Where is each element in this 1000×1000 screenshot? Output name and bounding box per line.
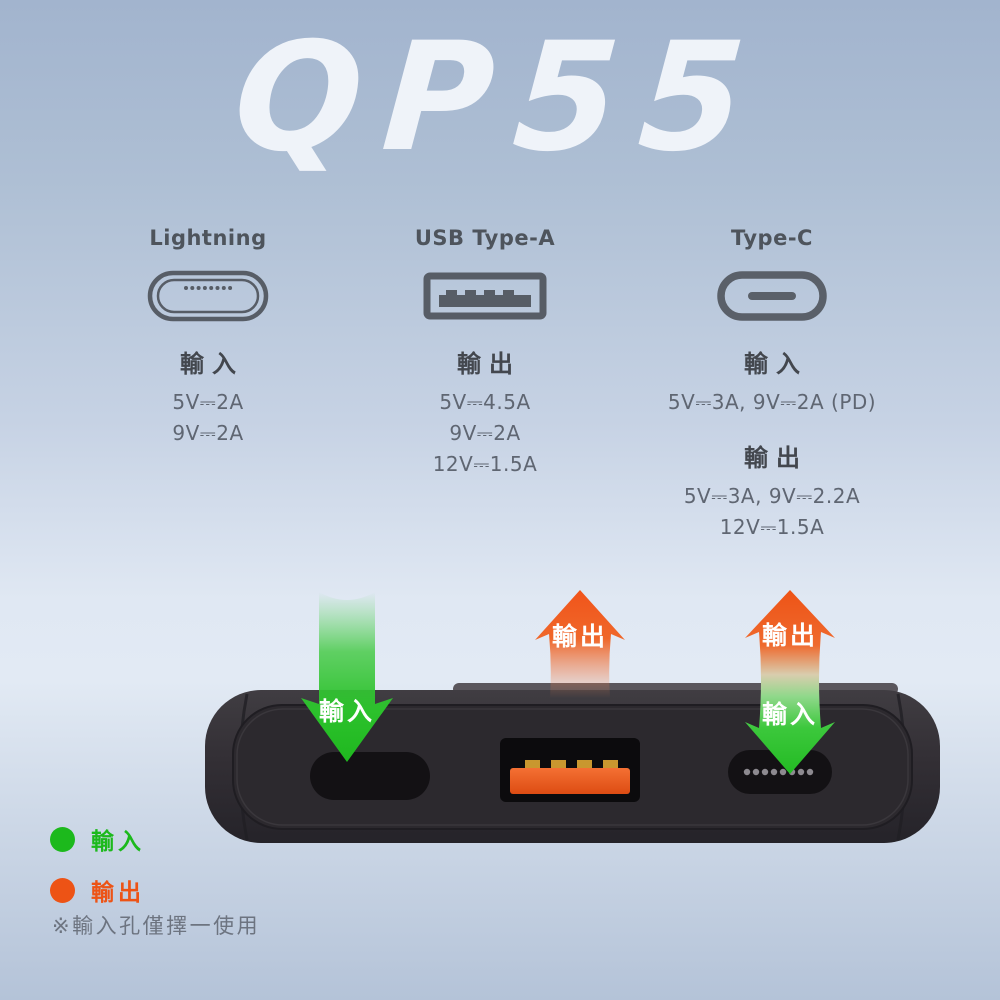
spec-line: 5V⎓2A: [172, 390, 244, 414]
spec-line: 5V⎓3A, 9V⎓2A (PD): [667, 390, 877, 414]
product-title: QP55: [228, 11, 772, 185]
arrow-label-input: 輸入: [762, 700, 818, 729]
device-lightning-port: [310, 752, 430, 800]
arrow-label-input: 輸入: [319, 697, 375, 726]
column-lightning: Lightning 輸入 5V⎓2A 9V⎓2A: [58, 226, 358, 449]
arrow-label-output: 輸出: [552, 622, 608, 651]
legend-input-label: 輸入: [91, 829, 145, 855]
lightning-header: Lightning: [149, 226, 267, 250]
type-c-header: Type-C: [731, 226, 813, 250]
input-color-dot-icon: [50, 826, 75, 852]
legend-item-output: 輸出: [50, 873, 145, 907]
column-usb-type-a: USB Type-A 輸出 5V⎓4.5A 9V⎓2A 12V⎓1.5A: [335, 226, 635, 480]
type-c-input-heading: 輸入: [744, 350, 808, 378]
column-type-c: Type-C 輸入 5V⎓3A, 9V⎓2A (PD) 輸出 5V⎓3A, 9V…: [622, 226, 922, 543]
usb-a-output-heading: 輸出: [457, 350, 521, 378]
spec-line: 5V⎓3A, 9V⎓2.2A: [683, 484, 861, 508]
spec-line: 9V⎓2A: [172, 421, 244, 445]
spec-line: 5V⎓4.5A: [439, 390, 531, 414]
legend-item-input: 輸入: [50, 822, 145, 856]
output-color-dot-icon: [50, 877, 75, 903]
arrow-label-output: 輸出: [762, 621, 818, 650]
footnote: ※輸入孔僅擇一使用: [52, 914, 261, 938]
input-arrow-lightning: 輸入: [301, 592, 393, 762]
type-c-output-heading: 輸出: [744, 444, 808, 472]
legend-output-label: 輸出: [91, 880, 145, 906]
lightning-input-heading: 輸入: [180, 350, 244, 378]
output-arrow-usb-a: 輸出: [535, 590, 625, 698]
lightning-port-icon: [58, 250, 358, 342]
spec-line: 9V⎓2A: [449, 421, 521, 445]
usb-a-port-icon: [335, 250, 635, 342]
usb-c-port-icon: [622, 250, 922, 342]
spec-line: 12V⎓1.5A: [719, 515, 825, 539]
spec-line: 12V⎓1.5A: [432, 452, 538, 476]
usb-a-header: USB Type-A: [414, 226, 556, 250]
output-input-arrow-type-c: 輸出 輸入: [745, 590, 835, 774]
legend: 輸入 輸出: [50, 822, 145, 924]
